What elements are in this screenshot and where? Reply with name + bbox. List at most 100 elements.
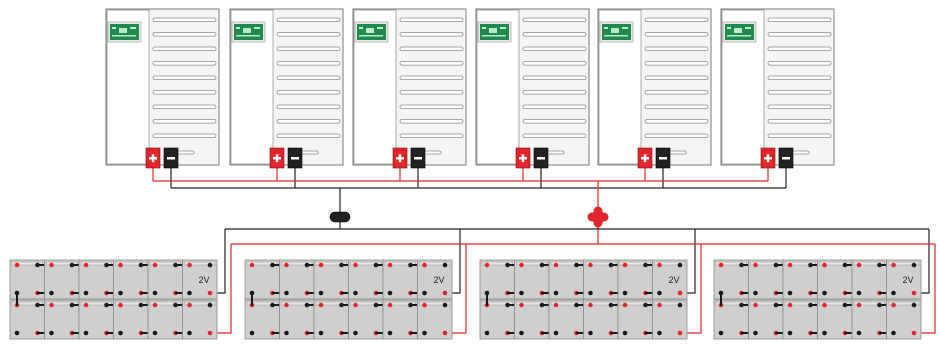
cell-negative-post	[353, 330, 358, 336]
battery-cell-lid	[384, 261, 416, 266]
positive-terminal[interactable]	[392, 147, 408, 169]
vent-slot	[276, 17, 341, 22]
cell-positive-post	[856, 262, 862, 268]
battery-cell-lid	[619, 261, 651, 266]
battery-cell	[652, 259, 688, 300]
display-indicator	[745, 27, 751, 29]
cell-positive-post	[891, 262, 896, 268]
battery-bank[interactable]: 2V	[479, 259, 688, 340]
plus-sign	[151, 154, 155, 163]
battery-cell	[147, 299, 191, 340]
vent-slot	[152, 61, 217, 66]
cell-positive-post	[822, 302, 827, 308]
cell-positive-post	[622, 262, 628, 268]
cell-negative-post	[387, 290, 393, 296]
battery-cell	[583, 299, 626, 340]
plus-sign	[521, 154, 525, 163]
cell-negative-post	[152, 290, 158, 296]
battery-cell-lid	[246, 261, 278, 266]
cell-positive-post	[442, 290, 448, 296]
vent-slot	[767, 17, 832, 22]
vent-slot	[767, 119, 832, 124]
positive-terminal[interactable]	[515, 147, 531, 169]
cell-negative-post	[353, 290, 358, 296]
display-indicator	[377, 27, 383, 29]
cell-negative-post	[657, 330, 662, 336]
battery-bank[interactable]: 2V	[713, 259, 922, 340]
cell-negative-post	[422, 290, 427, 296]
vent-slot	[276, 104, 341, 109]
battery-bank[interactable]: 2V	[244, 259, 453, 340]
cell-positive-post	[519, 302, 524, 308]
cell-negative-post	[118, 330, 123, 336]
cell-negative-post	[588, 290, 593, 296]
cell-negative-post	[718, 330, 724, 336]
inverter-unit[interactable]	[229, 8, 344, 169]
cell-negative-post	[49, 330, 54, 336]
cell-positive-post	[83, 262, 89, 268]
inverter-unit[interactable]	[352, 8, 467, 169]
vent-slot	[399, 17, 464, 22]
vent-slot	[522, 119, 587, 124]
negative-terminal[interactable]	[778, 147, 794, 169]
battery-cell	[514, 259, 557, 300]
cell-negative-post	[787, 290, 793, 296]
negative-terminal[interactable]	[287, 147, 303, 169]
cell-positive-post	[318, 302, 324, 308]
cell-positive-post	[787, 302, 793, 308]
cell-positive-post	[677, 290, 683, 296]
cell-positive-post	[118, 302, 123, 308]
battery-cell-lid	[315, 301, 347, 306]
positive-terminal[interactable]	[269, 147, 285, 169]
battery-cell-lid	[585, 261, 617, 266]
inverter-unit[interactable]	[597, 8, 712, 169]
cell-positive-post	[14, 262, 20, 268]
battery-bank[interactable]: 2V	[9, 259, 218, 340]
negative-terminal[interactable]	[410, 147, 426, 169]
display-indicator	[727, 27, 731, 29]
vent-slot	[276, 133, 341, 138]
cell-positive-post	[83, 302, 89, 308]
battery-cell-lid	[619, 301, 651, 306]
voltage-label: 2V	[433, 275, 444, 285]
cell-positive-post	[152, 262, 158, 268]
battery-cell	[348, 259, 391, 300]
cell-positive-post	[207, 290, 213, 296]
display-indicator	[482, 27, 486, 29]
cell-negative-post	[787, 330, 793, 336]
vent-slot	[767, 32, 832, 37]
cell-positive-post	[553, 262, 559, 268]
cell-positive-post	[152, 302, 158, 308]
battery-cell	[886, 299, 922, 340]
cell-negative-post	[187, 330, 192, 336]
minus-sign	[537, 157, 545, 160]
wiring-layer	[152, 168, 936, 334]
negative-terminal[interactable]	[163, 147, 179, 169]
cell-negative-post	[677, 302, 683, 308]
vent-slot	[522, 90, 587, 95]
battery-cell-lid	[784, 301, 816, 306]
battery-cell-lid	[419, 301, 451, 306]
battery-cell-lid	[80, 261, 112, 266]
positive-terminal[interactable]	[760, 147, 776, 169]
cell-negative-post	[856, 330, 862, 336]
inverter-unit[interactable]	[105, 8, 220, 169]
battery-cell-lid	[281, 261, 313, 266]
battery-cell	[182, 259, 218, 300]
vent-slot	[767, 61, 832, 66]
positive-terminal[interactable]	[145, 147, 161, 169]
vent-slot	[276, 75, 341, 80]
cell-negative-post	[387, 330, 393, 336]
positive-terminal[interactable]	[637, 147, 653, 169]
negative-terminal[interactable]	[533, 147, 549, 169]
battery-cell-lid	[419, 261, 451, 266]
display-status-line	[727, 35, 751, 37]
negative-terminal[interactable]	[655, 147, 671, 169]
cell-negative-post	[284, 330, 289, 336]
inverter-unit[interactable]	[720, 8, 835, 169]
cell-negative-post	[911, 262, 917, 268]
battery-cell	[313, 259, 357, 300]
inverter-unit[interactable]	[475, 8, 590, 169]
vent-slot	[522, 133, 587, 138]
cell-negative-post	[118, 290, 123, 296]
